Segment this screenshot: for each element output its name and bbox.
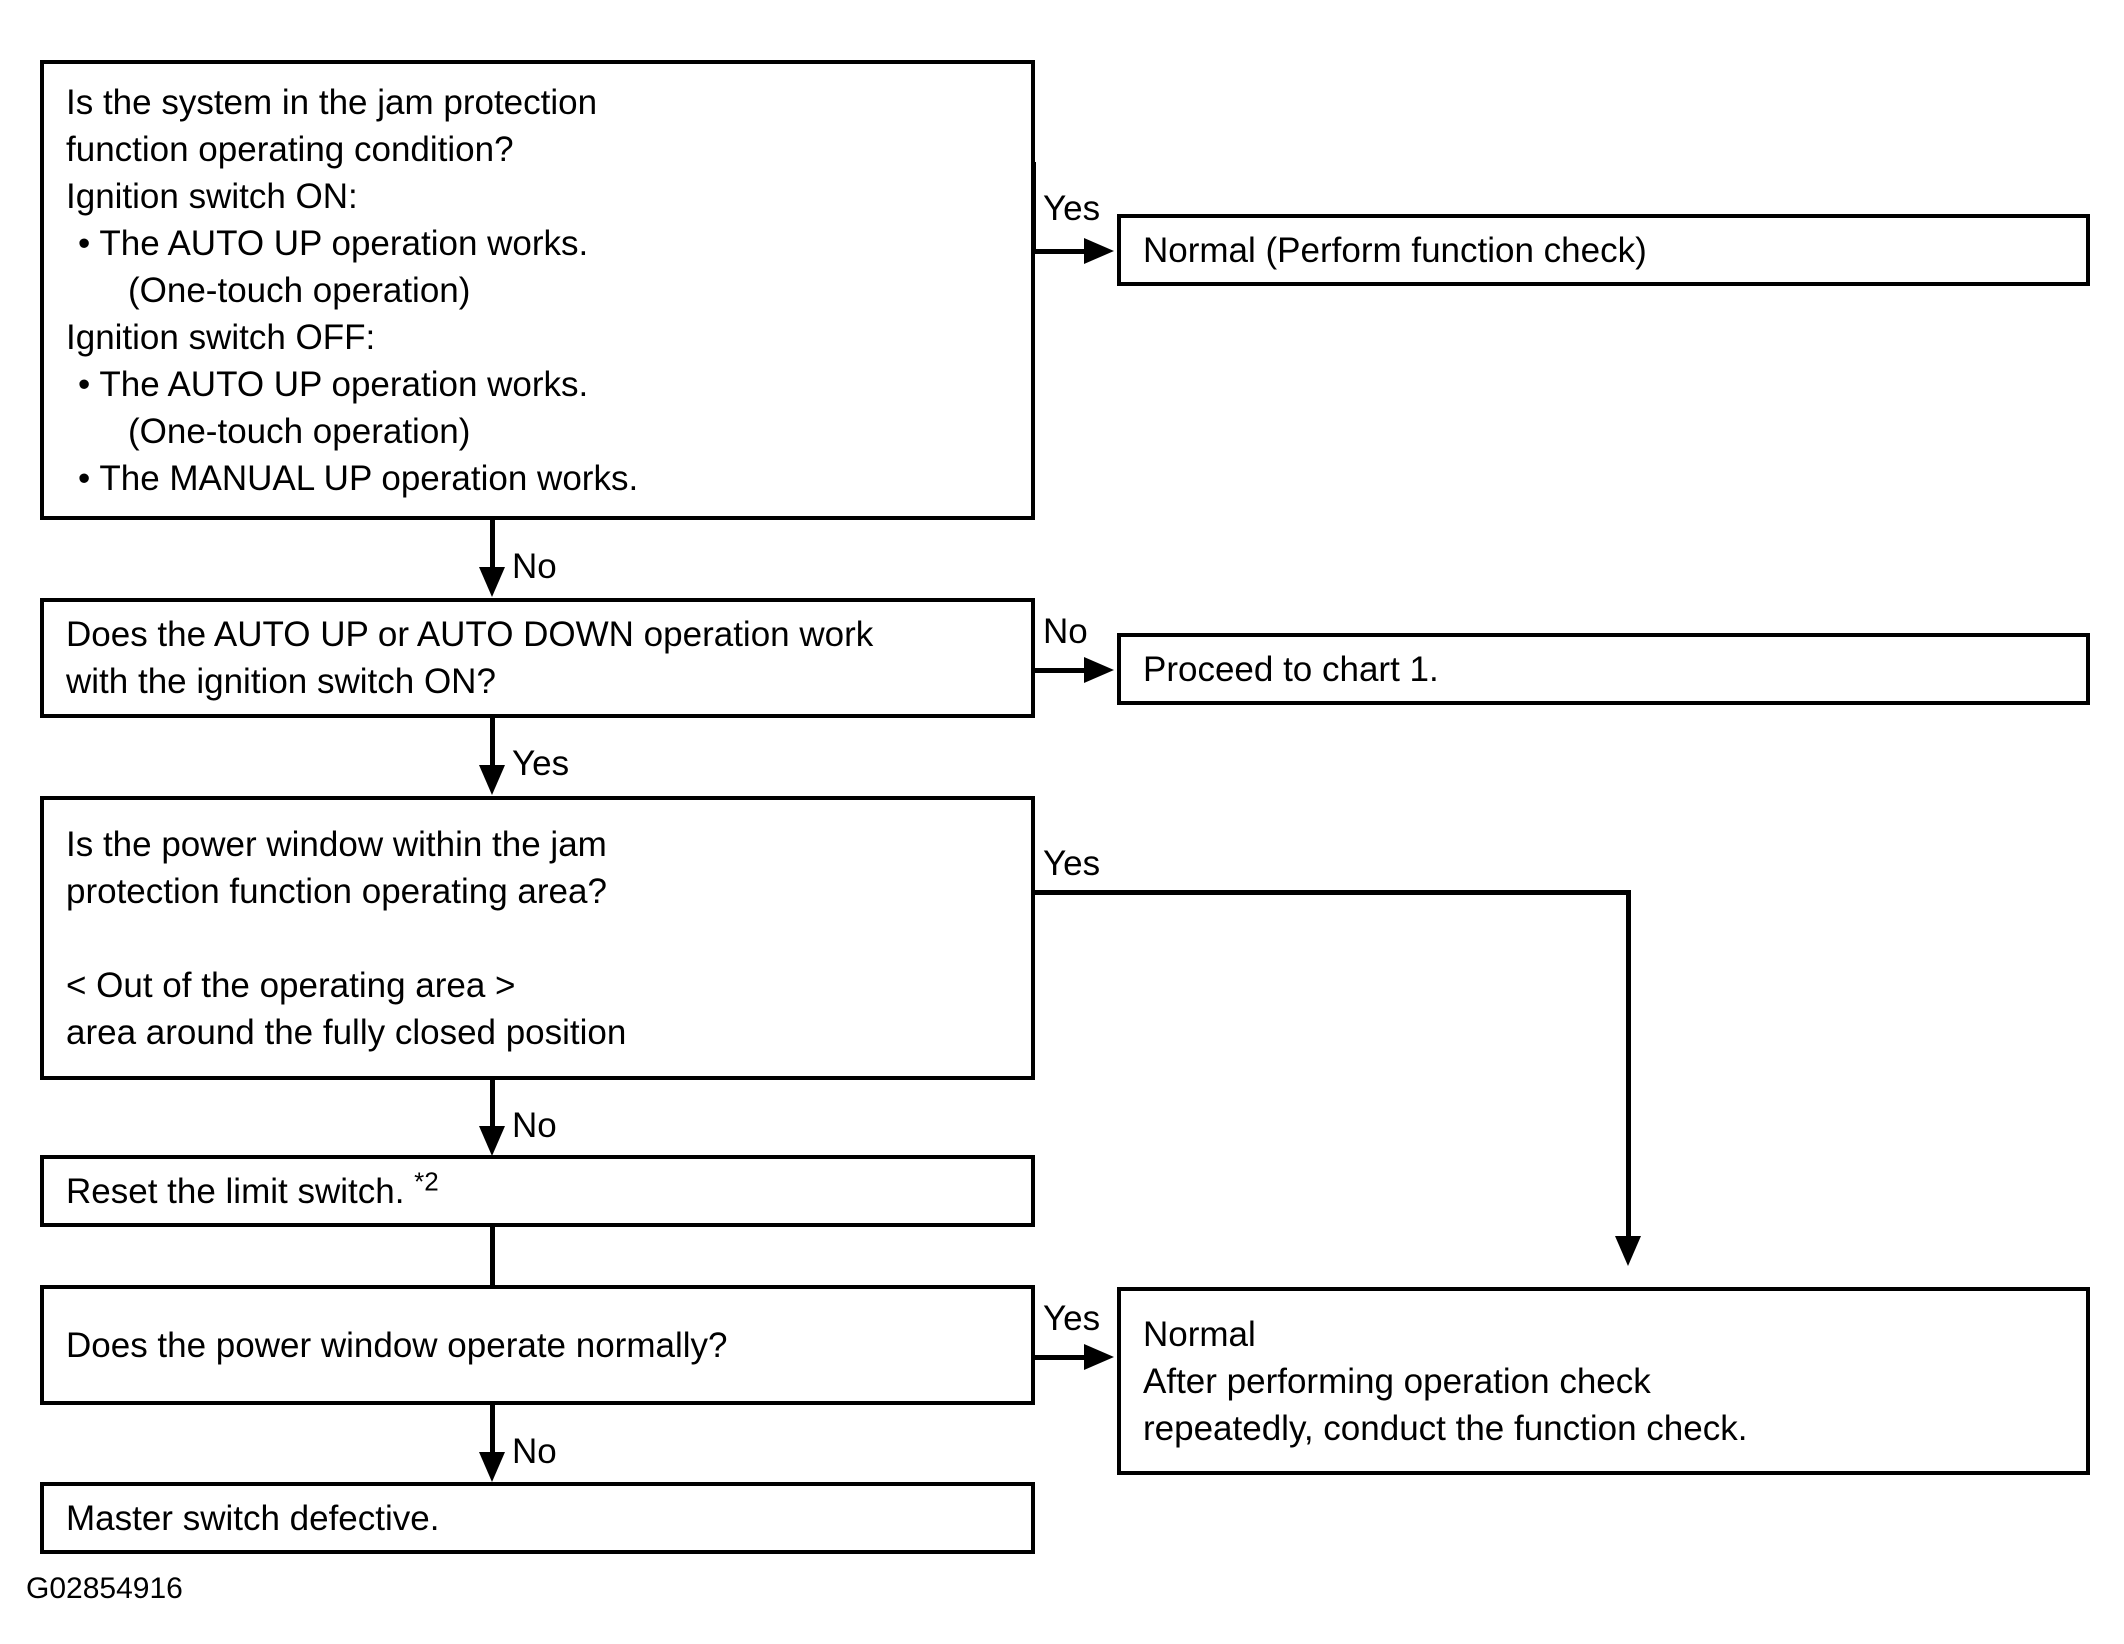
node-auto-up-down-ignition-on[interactable]: Does the AUTO UP or AUTO DOWN operation … [40, 598, 1035, 718]
q1-line-7: • The AUTO UP operation works. [78, 364, 589, 404]
q3-line-2: protection function operating area? [66, 871, 607, 911]
q2-line-2: with the ignition switch ON? [66, 662, 496, 701]
edge-q2-no-arrowhead [1084, 657, 1114, 683]
edge-q1-yes-arrowhead [1084, 238, 1114, 264]
a1-text: Reset the limit switch. [66, 1171, 415, 1211]
node-within-jam-protection-area-body: Is the power window within the jam prote… [44, 821, 1031, 1056]
figure-id-caption: G02854916 [26, 1572, 183, 1605]
r3-line-2: After performing operation check [1143, 1361, 1651, 1401]
q1-line-2: function operating condition? [66, 129, 514, 169]
q1-line-1: Is the system in the jam protection [66, 82, 598, 122]
node-normal-after-operation-check[interactable]: Normal After performing operation check … [1117, 1287, 2090, 1475]
edge-q3-no-vertical [490, 1080, 495, 1133]
edge-label-q1-no: No [512, 547, 557, 586]
r3-line-3: repeatedly, conduct the function check. [1143, 1408, 1748, 1448]
node-normal-perform-function-check-body: Normal (Perform function check) [1121, 227, 2086, 274]
a1-line-1: Reset the limit switch. *2 [66, 1168, 1017, 1215]
a2-line-1: Master switch defective. [66, 1498, 440, 1538]
edge-q3-yes-arrowhead [1615, 1236, 1641, 1266]
node-normal-perform-function-check[interactable]: Normal (Perform function check) [1117, 214, 2090, 286]
r3-line-1: Normal [1143, 1314, 1256, 1354]
edge-q4-no-arrowhead [479, 1452, 505, 1482]
edge-q1-no-vertical [490, 520, 495, 573]
edge-q1-yes-horizontal [1031, 249, 1088, 254]
node-jam-protection-condition-body: Is the system in the jam protection func… [44, 79, 1031, 502]
q1-line-3: Ignition switch ON: [66, 176, 358, 216]
q1-line-4: • The AUTO UP operation works. [78, 223, 589, 263]
r2-line-1: Proceed to chart 1. [1143, 649, 1439, 689]
edge-q3-yes-vertical [1626, 890, 1631, 1240]
edge-q3-no-arrowhead [479, 1126, 505, 1156]
edge-q2-no-horizontal [1031, 668, 1088, 673]
a1-footnote-marker: *2 [414, 1165, 439, 1196]
q1-line-5: (One-touch operation) [128, 270, 471, 310]
q2-line-1: Does the AUTO UP or AUTO DOWN operation … [66, 615, 874, 654]
q1-line-6: Ignition switch OFF: [66, 317, 376, 357]
node-normal-after-operation-check-body: Normal After performing operation check … [1121, 1311, 2086, 1452]
edge-label-q3-no: No [512, 1106, 557, 1145]
edge-label-q4-no: No [512, 1432, 557, 1471]
edge-q2-yes-vertical [490, 718, 495, 771]
q1-line-8: (One-touch operation) [128, 411, 471, 451]
node-power-window-operate-normally[interactable]: Does the power window operate normally? [40, 1285, 1035, 1405]
edge-a1-to-q4-vertical [490, 1227, 495, 1292]
node-jam-protection-condition[interactable]: Is the system in the jam protection func… [40, 60, 1035, 520]
node-master-switch-defective[interactable]: Master switch defective. [40, 1482, 1035, 1554]
q3-line-4: < Out of the operating area > [66, 965, 516, 1005]
edge-q4-no-vertical [490, 1405, 495, 1458]
q3-line-3 [66, 915, 1017, 962]
node-within-jam-protection-area[interactable]: Is the power window within the jam prote… [40, 796, 1035, 1080]
edge-q4-yes-horizontal [1031, 1355, 1088, 1360]
edge-label-q2-yes: Yes [512, 744, 570, 783]
edge-q1-no-arrowhead [479, 567, 505, 597]
q3-line-5: area around the fully closed position [66, 1012, 627, 1052]
node-auto-up-down-ignition-on-body: Does the AUTO UP or AUTO DOWN operation … [44, 611, 1031, 705]
q1-line-9: • The MANUAL UP operation works. [78, 458, 639, 498]
edge-label-q3-yes: Yes [1043, 844, 1101, 883]
edge-label-q4-yes: Yes [1043, 1299, 1101, 1338]
r1-line-1: Normal (Perform function check) [1143, 230, 1647, 270]
edge-label-q2-no: No [1043, 612, 1088, 651]
edge-q2-yes-arrowhead [479, 765, 505, 795]
q4-line-1: Does the power window operate normally? [66, 1325, 728, 1365]
node-reset-limit-switch[interactable]: Reset the limit switch. *2 [40, 1155, 1035, 1227]
edge-label-q1-yes: Yes [1043, 189, 1101, 228]
node-proceed-to-chart-1[interactable]: Proceed to chart 1. [1117, 633, 2090, 705]
node-reset-limit-switch-body: Reset the limit switch. *2 [44, 1168, 1031, 1215]
edge-q3-yes-horizontal [1031, 890, 1631, 895]
q3-line-1: Is the power window within the jam [66, 824, 607, 864]
node-power-window-operate-normally-body: Does the power window operate normally? [44, 1322, 1031, 1369]
edge-q4-yes-arrowhead [1084, 1344, 1114, 1370]
node-proceed-to-chart-1-body: Proceed to chart 1. [1121, 646, 2086, 693]
node-master-switch-defective-body: Master switch defective. [44, 1495, 1031, 1542]
